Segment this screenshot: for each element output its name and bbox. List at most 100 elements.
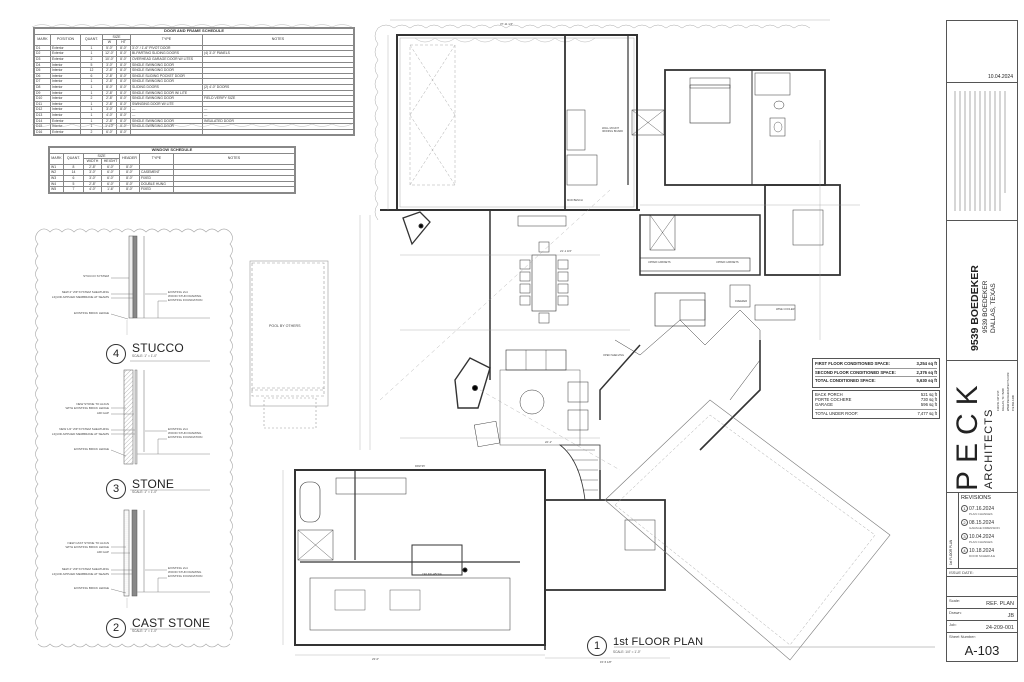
cell-notes [202,72,354,80]
cell-notes [173,186,295,193]
cell-notes: --- [202,111,354,119]
job-value: 24-209-001 [985,625,1014,631]
detail-number-2: 2 [106,618,126,638]
freezer-label: FREEZER [735,300,748,303]
revision-number: 1 [961,505,968,512]
area-label: FIRST FLOOR CONDITIONED SPACE: [815,361,891,366]
general-notes-section [947,83,1017,221]
job-label: Job: [949,622,957,627]
revision-number: 3 [961,533,968,540]
scale-section: Scale: REF. PLAN [947,597,1017,609]
area-value: 2,376 sq ft [916,369,937,375]
schedule-cloud-border [31,24,353,127]
firm-sub: ARCHITECTS [983,408,995,489]
general-notes-text [954,91,1006,211]
area-label: BACK PORCH [815,391,843,397]
area-label: TOTAL CONDITIONED SPACE: [815,378,876,383]
firm-contact: DALLAS, TX 75208 [1002,388,1005,411]
revision-desc: PLAN CHANGES [969,512,993,516]
job-section: Job: 24-209-001 [947,621,1017,633]
firm-contact: 1333 W. 13TH ST. [997,389,1000,411]
drawn-section: Drawn: JB [947,609,1017,621]
note: LIQUID APPLIED MEMBRANE AT SEAMS [51,295,109,299]
note: LIQUID APPLIED MEMBRANE AT SEAMS [51,431,109,436]
note: NEW STONE TO ALIGN [76,402,109,406]
detail-title-cast-stone: CAST STONE [132,616,211,630]
note: WOOD STUD FRAMING [168,569,202,574]
area-label: TOTAL UNDER ROOF: [815,410,859,416]
sheet-title: 1st FLOOR PLAN [949,539,953,565]
note: EXISTING BRICK LEDGE [73,311,109,315]
note: NEW 1/2" ZIP SYSTEM SHEATHING [59,427,109,431]
note: EXISTING FOUNDATION [168,435,203,439]
col-notes: NOTES [173,152,295,165]
dimension: 21'-1 3/4" [560,249,572,253]
note: WITH EXISTING BRICK LEDGE [65,544,109,549]
note: EXISTING 2x4 [168,290,188,294]
cell-notes: --- [202,106,354,113]
detail-stucco-drawing [110,235,210,362]
detail-scale: SCALE: 1" = 1'-0" [132,629,158,633]
detail-title-stone: STONE [132,477,175,491]
sheet-title-strip [958,493,959,569]
drawn-label: Drawn: [949,610,962,615]
area-label: PORTE COCHERE [815,396,852,402]
window-schedule: WINDOW SCHEDULE MARK QUANT. SIZE HEADER … [48,146,296,194]
cell-notes: FIELD VERIFY SIZE [202,95,354,102]
project-address-1: 9539 BOEDEKER [982,280,989,333]
plan-title: 1st FLOOR PLAN [613,636,704,648]
area-value: 730 sq ft [920,396,937,402]
note: EXISTING 2x4 [168,566,188,570]
seal-date: 10.04.2024 [987,74,1013,80]
detail-cloud-border [35,228,233,648]
note: NEW 2" ZIP SYSTEM SHEATHING [61,567,109,571]
revision-desc: DOOR SCHEDULE [969,554,996,558]
seal-section: 10.04.2024 [947,21,1017,83]
col-notes: NOTES [202,33,354,46]
dimension: 15'-5 1/8" [600,660,612,664]
project-address-2: DALLAS, TEXAS [990,283,997,333]
note: AIR GAP [96,411,109,415]
note: EXISTING BRICK LEDGE [73,447,109,451]
plan-number: 1 [587,636,607,656]
note: EXISTING BRICK LEDGE [73,586,109,590]
firm-contact: WWW.PECKARCHITECTS.COM [1007,372,1010,411]
issue-date-label: ISSUE DATE: [949,570,974,575]
note: LIQUID APPLIED MEMBRANE AT SEAMS [51,571,109,576]
revision-number: 4 [961,547,968,554]
detail-scale: SCALE: 1" = 1'-0" [132,490,158,494]
note: EXISTING FOUNDATION [168,298,203,302]
plan-scale: SCALE: 1/4" = 1'-0" [613,650,641,654]
mud-bench-label: MUD BENCH [567,199,583,202]
revision-date: 08.15.2024 [969,520,995,526]
upper-cabinets-label: UPPER CABINETS [648,261,671,264]
note: STUCCO SYSTEM [83,274,109,278]
firm-logo: PECK [951,377,984,491]
cell-notes [202,67,354,74]
dimension: 22'-1" [545,440,553,444]
pool-outline [249,260,329,429]
cell-notes [202,128,354,136]
sheet-number: A-103 [964,643,1000,658]
revisions-title: REVISIONS [961,495,991,501]
firm-section: PECK ARCHITECTS 1333 W. 13TH ST. DALLAS,… [947,361,1017,493]
area-label: GARAGE [815,401,833,407]
revision-desc: GARAGE DIMENSION [969,526,1000,530]
scale-value: REF. PLAN [986,601,1014,607]
cell-notes [202,100,354,108]
area-value: 596 sq ft [920,401,937,407]
drawn-value: JB [1007,613,1014,619]
revision-date: 10.04.2024 [969,534,995,540]
cell-notes [202,89,354,97]
